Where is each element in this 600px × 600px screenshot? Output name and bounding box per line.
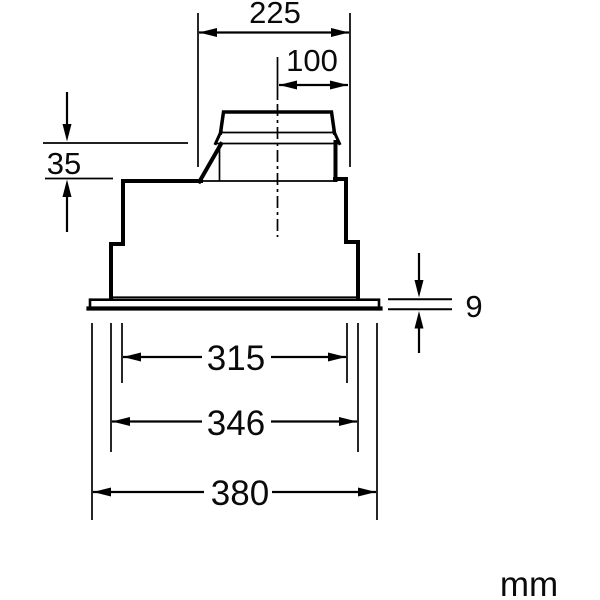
arrowhead-right-icon <box>358 487 376 497</box>
arrowhead-left-icon <box>279 80 297 90</box>
dimension-label-380: 380 <box>211 474 269 513</box>
dimension-label-315: 315 <box>207 339 265 378</box>
housing-right-profile <box>333 177 360 301</box>
arrowhead-up-icon <box>414 311 424 329</box>
dimension-label-9: 9 <box>465 289 482 324</box>
dimension-35: 35 <box>43 92 188 232</box>
arrowhead-right-icon <box>330 80 348 90</box>
arrowhead-up-icon <box>62 179 72 197</box>
arrowhead-left-icon <box>112 417 130 426</box>
dimension-225: 225 <box>197 0 351 167</box>
arrowhead-left-icon <box>93 487 111 497</box>
housing-left-profile <box>109 179 203 301</box>
arrowhead-down-icon <box>62 124 72 142</box>
dimension-315: 315 <box>121 323 348 383</box>
dimension-100: 100 <box>276 43 348 100</box>
dimension-346: 346 <box>110 323 359 452</box>
unit-label: mm <box>500 565 558 600</box>
dimension-label-225: 225 <box>249 0 301 30</box>
arrowhead-left-icon <box>199 28 217 37</box>
arrowhead-right-icon <box>328 352 346 362</box>
arrowhead-left-icon <box>123 352 141 362</box>
dimension-label-346: 346 <box>207 404 265 443</box>
dimension-380: 380 <box>91 323 378 520</box>
hood-cross-section <box>86 104 383 311</box>
dimension-label-100: 100 <box>286 43 338 78</box>
dimension-label-35: 35 <box>47 146 81 181</box>
arrowhead-right-icon <box>339 417 357 426</box>
collar-skirt-right <box>332 129 342 146</box>
arrowhead-right-icon <box>331 28 349 37</box>
duct-transition-diagonal <box>196 141 224 185</box>
collar-skirt-left <box>213 129 223 146</box>
dimension-9: 9 <box>388 253 483 353</box>
arrowhead-down-icon <box>414 280 424 298</box>
